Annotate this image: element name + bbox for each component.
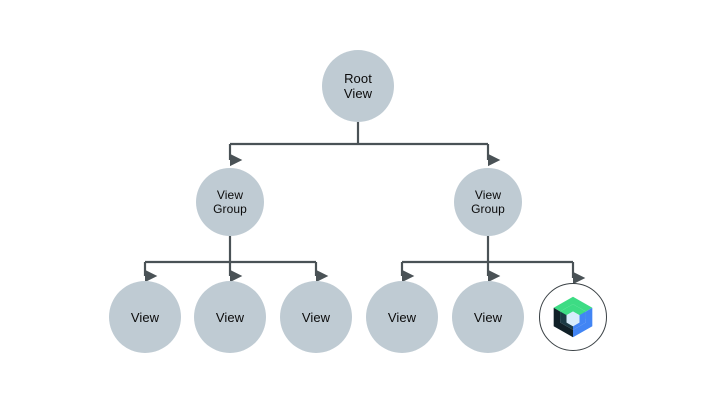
node-view-4[interactable]: View <box>366 281 438 353</box>
node-view-group-right-label: View Group <box>471 188 505 216</box>
node-view-group-right[interactable]: View Group <box>454 168 522 236</box>
node-view-3[interactable]: View <box>280 281 352 353</box>
node-view-group-left[interactable]: View Group <box>196 168 264 236</box>
node-root-view-label: Root View <box>343 71 373 101</box>
node-view-3-label: View <box>301 309 331 325</box>
node-view-2-label: View <box>215 309 245 325</box>
node-view-1-label: View <box>130 309 160 325</box>
node-view-1[interactable]: View <box>109 281 181 353</box>
node-view-4-label: View <box>387 309 417 325</box>
node-view-5[interactable]: View <box>452 281 524 353</box>
node-view-group-left-label: View Group <box>213 188 247 216</box>
node-view-5-label: View <box>473 309 503 325</box>
jetpack-compose-logo-icon <box>553 296 593 338</box>
node-view-2[interactable]: View <box>194 281 266 353</box>
node-root-view[interactable]: Root View <box>322 50 394 122</box>
node-compose[interactable] <box>539 283 607 351</box>
